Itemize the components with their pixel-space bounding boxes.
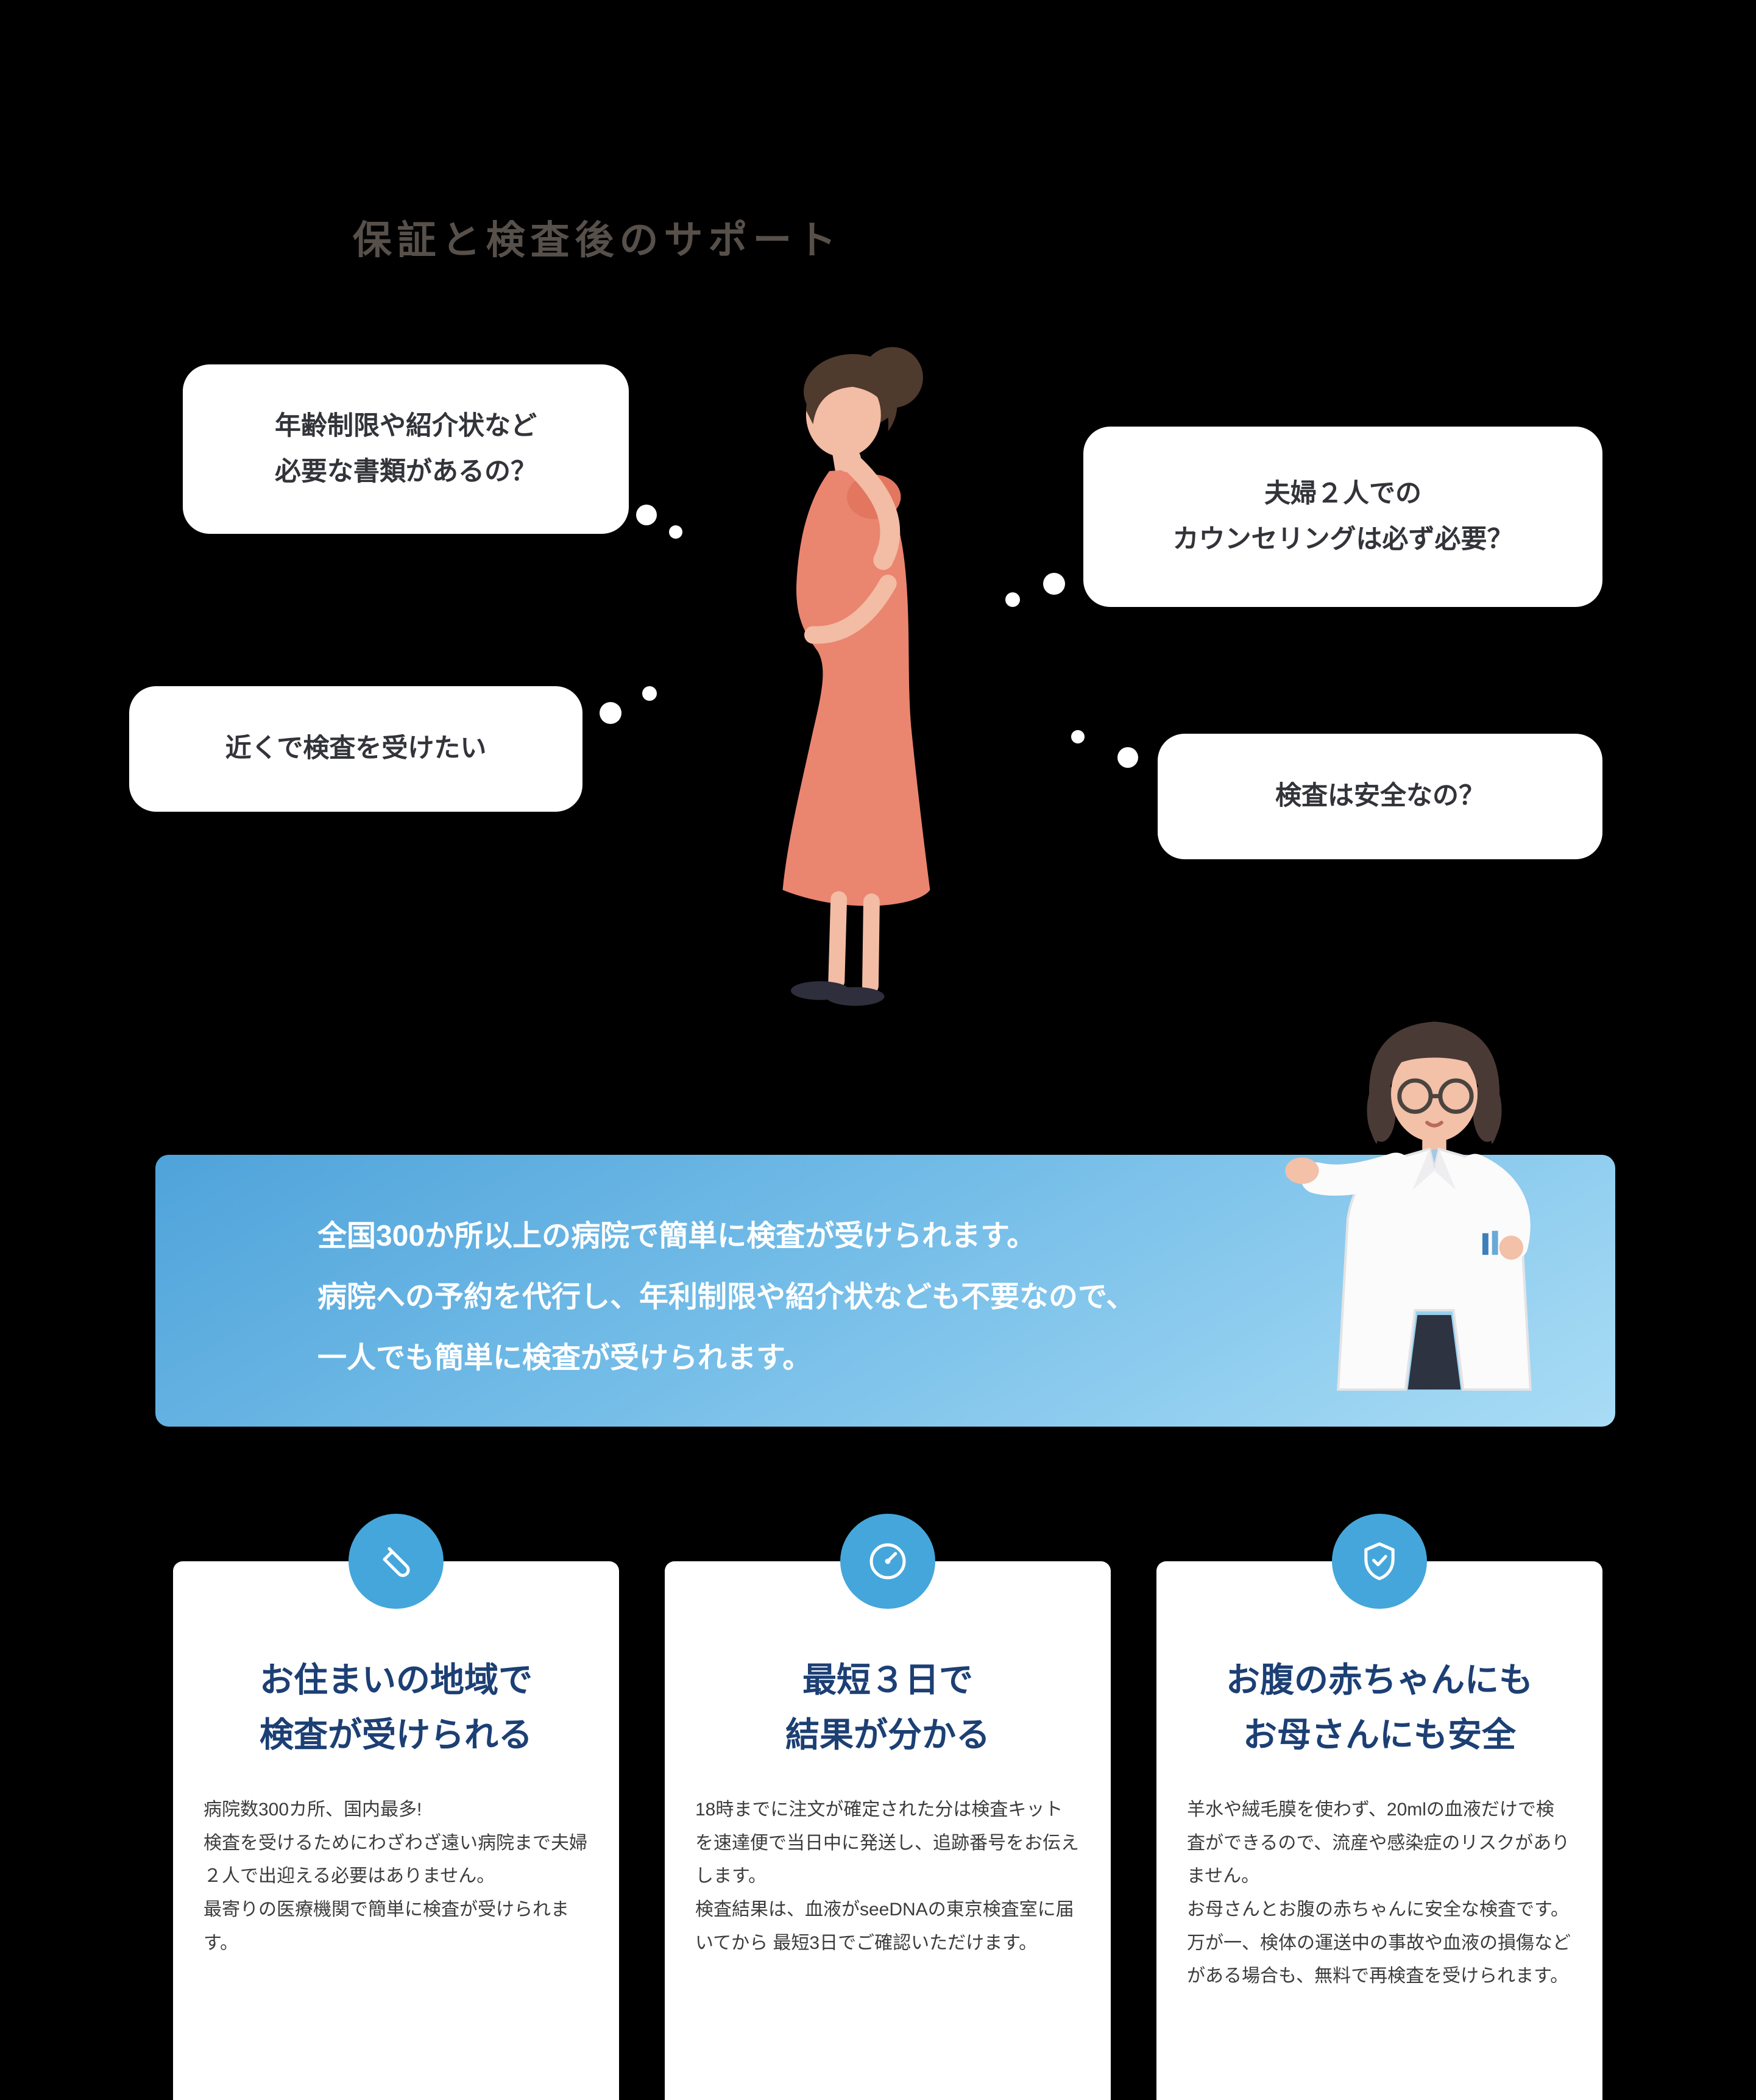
pregnant-woman-illustration	[782, 347, 930, 1006]
feature-icon-circle	[349, 1514, 444, 1609]
feature-icon-circle	[1332, 1514, 1427, 1609]
speedometer-icon	[869, 1543, 906, 1580]
doctor-illustration	[1285, 1021, 1532, 1391]
bubble-tail-dot	[1071, 730, 1085, 743]
page-title: 保証と検査後のサポート	[352, 218, 842, 262]
bubble-tail-dot	[642, 686, 657, 701]
feature-card-speed: 最短３日で 結果が分かる 18時までに注文が確定された分は検査キットを速達便で当…	[665, 1561, 1111, 2100]
bubble-tail-dot	[636, 505, 657, 525]
feature-card-title: 最短３日で 結果が分かる	[785, 1661, 990, 1754]
bubble-tail-dot	[1043, 573, 1065, 595]
shield-check-icon	[1364, 1542, 1395, 1581]
feature-card-body: 病院数300カ所、国内最多! 検査を受けるためにわざわざ遠い病院まで夫婦２人で出…	[204, 1800, 587, 1953]
feature-card-body: 18時までに注文が確定された分は検査キットを速達便で当日中に発送し、追跡番号をお…	[695, 1800, 1079, 1953]
banner-line: 病院への予約を代行し、年利制限や紹介状なども不要なので、	[317, 1280, 1136, 1313]
feature-card-title: お腹の赤ちゃんにも お母さんにも安全	[1226, 1661, 1533, 1754]
feature-card-safety: お腹の赤ちゃんにも お母さんにも安全 羊水や絨毛膜を使わず、20mlの血液だけで…	[1156, 1561, 1602, 2100]
speech-bubble-nearby: 近くで検査を受けたい	[129, 686, 582, 812]
banner-line: 全国300か所以上の病院で簡単に検査が受けられます。	[317, 1220, 1036, 1252]
test-tube-icon	[383, 1547, 410, 1577]
feature-card-body: 羊水や絨毛膜を使わず、20mlの血液だけで検査ができるので、流産や感染症のリスク…	[1187, 1800, 1571, 1987]
speech-bubble-safety: 検査は安全なの？	[1158, 734, 1602, 859]
banner-line: 一人でも簡単に検査が受けられます。	[317, 1341, 812, 1374]
speech-bubble-documents: 年齢制限や紹介状など 必要な書類があるの？	[183, 364, 629, 534]
banner-text: 全国300か所以上の病院で簡単に検査が受けられます。 病院への予約を代行し、年利…	[317, 1206, 1135, 1388]
feature-icon-circle	[840, 1514, 935, 1609]
feature-card-title: お住まいの地域で 検査が受けられる	[260, 1661, 533, 1754]
bubble-tail-dot	[669, 525, 682, 539]
feature-card-region: お住まいの地域で 検査が受けられる 病院数300カ所、国内最多! 検査を受けるた…	[173, 1561, 619, 2100]
bubble-tail-dot	[600, 702, 621, 724]
bubble-tail-dot	[1005, 592, 1020, 607]
speech-bubble-counseling: 夫婦２人での カウンセリングは必ず必要？	[1083, 427, 1602, 607]
bubble-tail-dot	[1117, 747, 1138, 768]
